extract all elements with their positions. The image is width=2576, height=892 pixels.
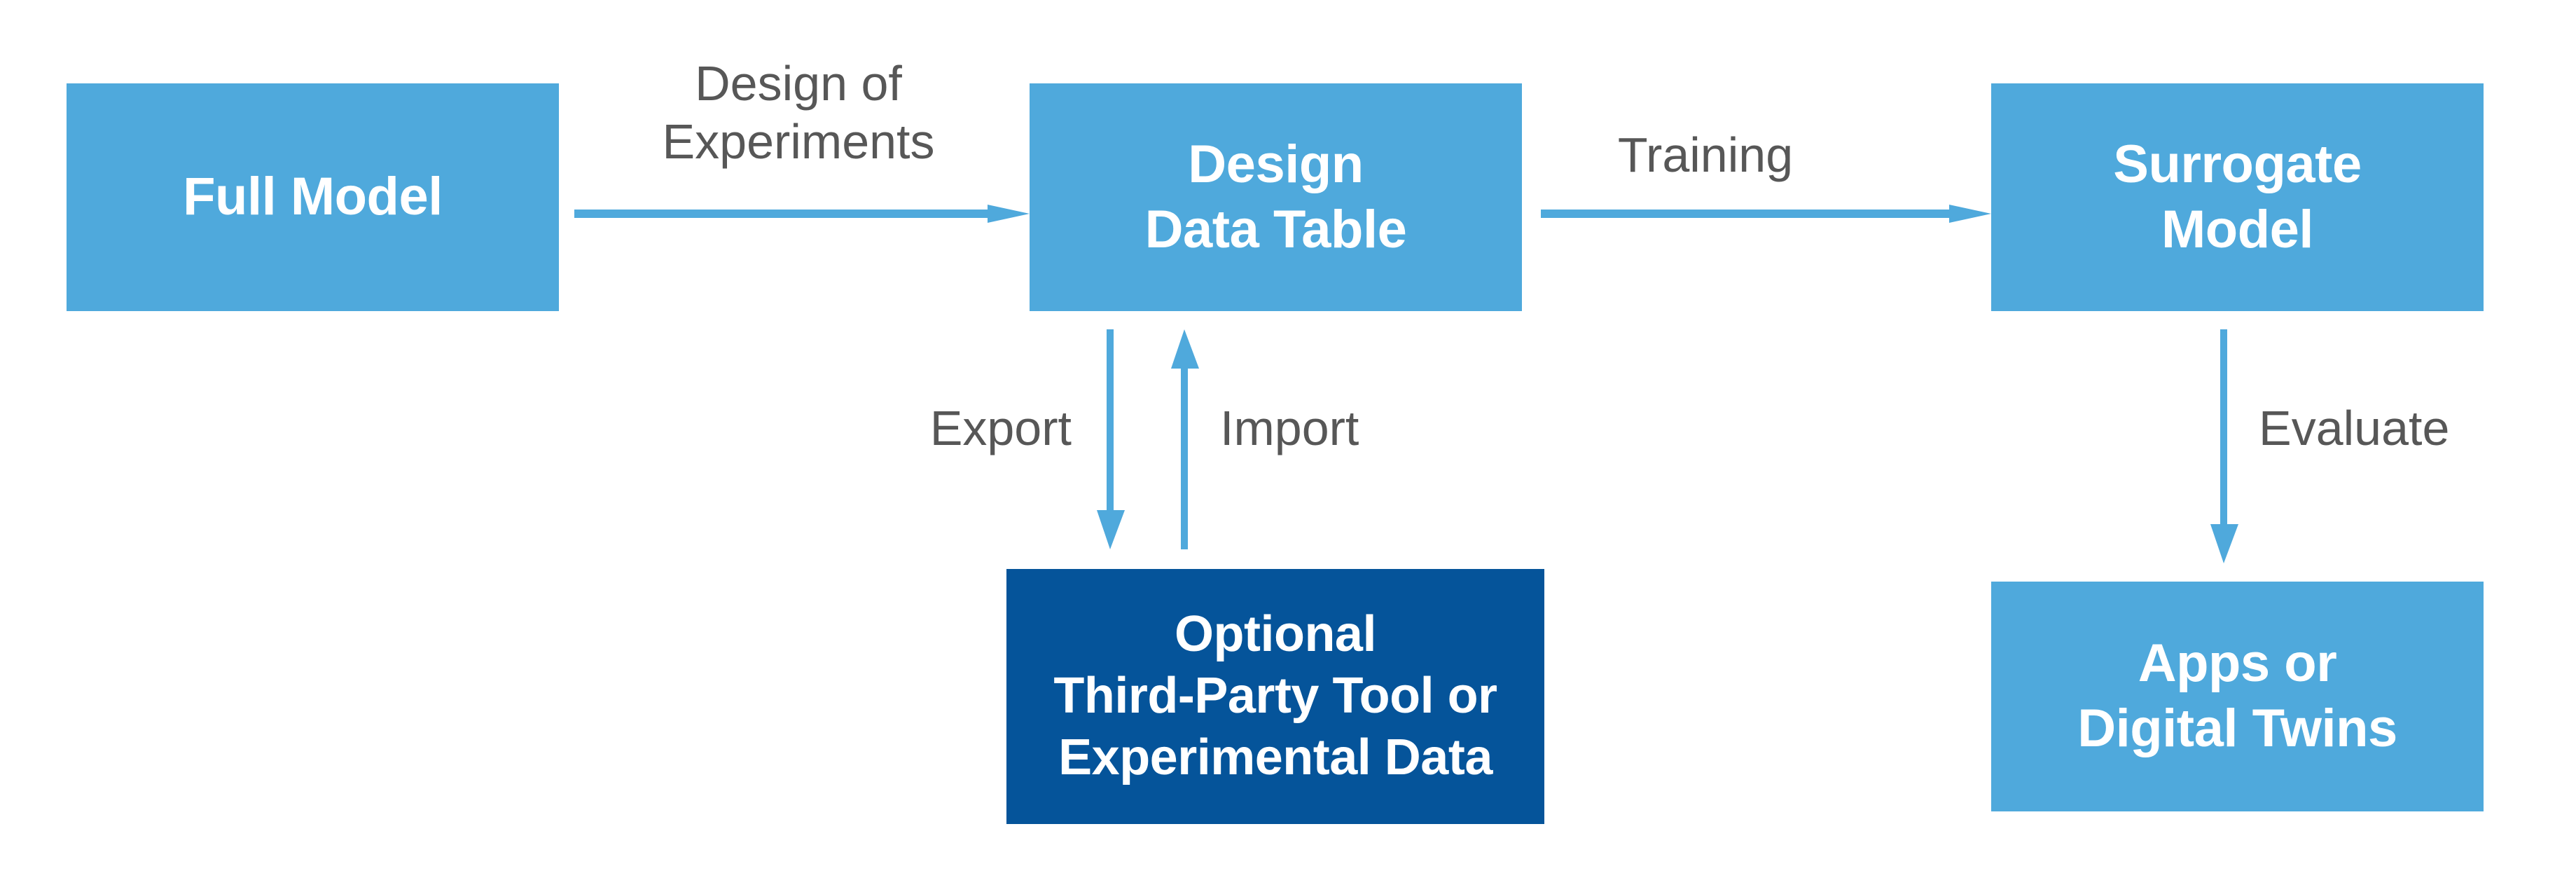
node-surrogate-model[interactable]: Surrogate Model [1991,83,2484,311]
edge-label-training: Training [1617,128,1794,182]
edge-label-evaluate: Evaluate [2259,401,2450,455]
edge-label-export: Export [929,401,1072,455]
arrow-import [1171,329,1199,549]
node-apps-digital-twins[interactable]: Apps or Digital Twins [1991,582,2484,811]
node-design-data-table-label: Design Data Table [1144,134,1407,259]
node-design-data-table[interactable]: Design Data Table [1030,83,1522,311]
node-apps-digital-twins-label: Apps or Digital Twins [2077,633,2397,758]
edge-label-import: Import [1220,401,1359,455]
arrow-evaluate [2210,329,2238,563]
arrow-export [1097,329,1125,549]
node-third-party-tool[interactable]: Optional Third-Party Tool or Experimenta… [1006,569,1544,824]
node-third-party-tool-label: Optional Third-Party Tool or Experimenta… [1053,606,1497,785]
arrow-training [1541,198,1991,230]
node-full-model[interactable]: Full Model [67,83,559,311]
node-full-model-label: Full Model [183,167,443,227]
node-surrogate-model-label: Surrogate Model [2113,134,2362,259]
arrow-design-of-experiments [574,198,1030,230]
edge-label-design-of-experiments: Design of Experiments [662,56,935,169]
